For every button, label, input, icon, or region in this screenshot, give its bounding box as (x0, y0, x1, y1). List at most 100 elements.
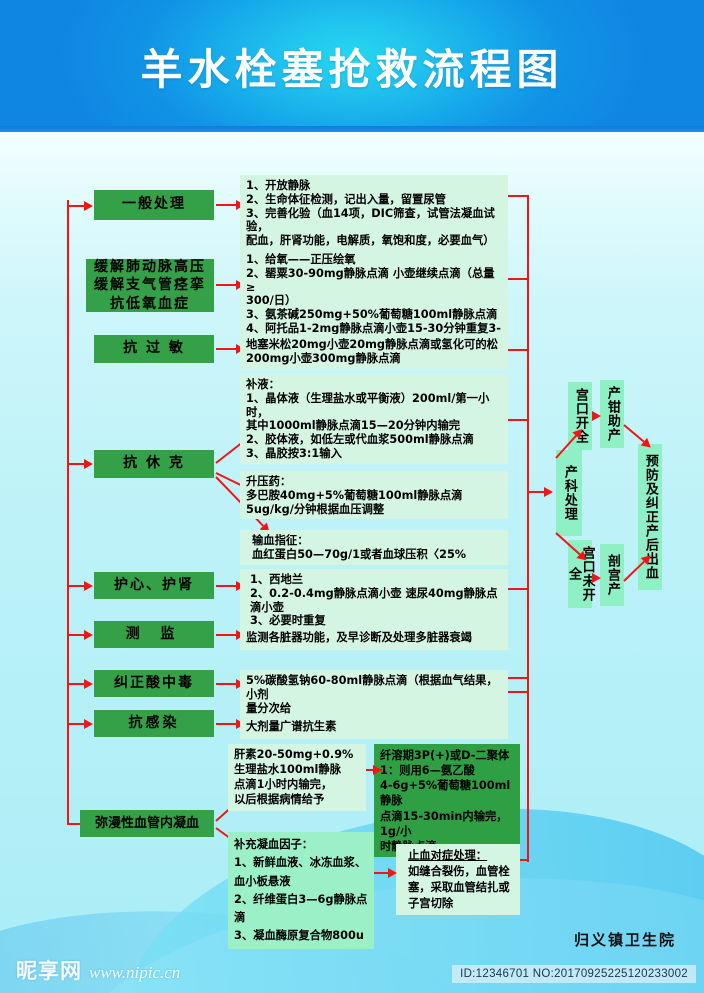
stage-box-dic[interactable]: 弥漫性血管内凝血 (80, 810, 214, 837)
stage-label-antishock: 抗 休 克 (123, 455, 185, 472)
spine-stub-acidosis (67, 683, 85, 685)
right-stub-infection (508, 691, 529, 693)
detail-box-hemostasis: 止血对症处理： 如缝合裂伤，血管栓 塞，采取血管结扎或 子宫切除 (396, 844, 520, 916)
detail-line: 补液： (246, 378, 280, 391)
detail-line: 肝素20-50mg+0.9% (234, 748, 354, 761)
detail-line: 2、0.2-0.4mg静脉点滴小壶 速尿40mg静脉点滴小壶 (250, 586, 498, 614)
spine-stub-infection (67, 723, 85, 725)
watermark-url: www.nipic.cn (89, 963, 181, 982)
conn-infection-detail (216, 723, 240, 725)
detail-box-acidosis: 5%碳酸氢钠60-80ml静脉点滴（根据血气结果，小剂 量分次给 (240, 670, 508, 719)
ob-box-root[interactable]: 产科处理 (556, 450, 582, 536)
detail-line: 300/日） (246, 294, 297, 308)
stage-label-pulmonary-3: 抗低氧血症 (110, 295, 190, 312)
stage-box-infection[interactable]: 抗感染 (94, 710, 214, 737)
detail-line: 量分次给 (246, 701, 292, 715)
detail-line: 2、纤维蛋白3—6g静脉点滴 (234, 892, 368, 925)
detail-line: 1、新鲜血液、冰冻血浆、 (234, 856, 367, 870)
detail-line: 塞，采取血管结扎或 (408, 881, 510, 895)
arrow-to-acidosis (84, 679, 93, 689)
detail-line: 1、晶体液（生理盐水或平衡液）200ml/第一小时， (246, 391, 490, 419)
ob-label-cervix-partial: 宫口未开全 (566, 546, 595, 602)
spine-stub-antishock (67, 463, 85, 465)
stage-box-antishock[interactable]: 抗 休 克 (94, 450, 214, 478)
stage-label-dic: 弥漫性血管内凝血 (94, 815, 199, 831)
detail-line: 血小板悬液 (234, 874, 291, 888)
detail-line: 其中1000ml静脉点滴15—20分钟内输完 (246, 419, 461, 433)
conn-clotting-hemostasis (374, 872, 392, 874)
detail-box-fibrinolysis: 纤溶期3P(+)或D-二聚体 1：则用6—氨乙酸 4-6g+5%葡萄糖100ml… (374, 744, 520, 857)
spine-stub-monitor (67, 634, 85, 636)
ob-box-forceps[interactable]: 产钳助产 (600, 380, 624, 448)
detail-line: 3、凝血酶原复合物800u (234, 929, 364, 943)
conn-pulmonary-detail (216, 284, 240, 286)
detail-line: 地塞米松20mg小壶20mg静脉点滴或氢化可的松 (246, 338, 498, 351)
stage-box-antiallergy[interactable]: 抗 过 敏 (94, 335, 214, 363)
detail-line: 5ug/kg/分钟根据血压调整 (246, 502, 385, 516)
ob-box-outcome[interactable]: 预防及纠正产后出血 (638, 444, 662, 590)
detail-line: 止血对症处理： (408, 849, 488, 862)
stage-label-heartkidney: 护心、护肾 (114, 576, 194, 593)
detail-line: 3、晶胶按3:1输入 (246, 446, 342, 460)
detail-line: 1、西地兰 (250, 573, 304, 586)
detail-box-fluid: 补液： 1、晶体液（生理盐水或平衡液）200ml/第一小时， 其中1000ml静… (240, 374, 508, 464)
detail-line: 2、罂粟30-90mg静脉点滴 小壶继续点滴（总量≥ (246, 266, 495, 294)
detail-box-transfusion: 输血指征： 血红蛋白50—70g/1或者血球压积〈25% (240, 530, 508, 565)
ob-label-outcome: 预防及纠正产后出血 (642, 454, 658, 580)
arrow-heparin-fibrinolysis (373, 765, 382, 775)
detail-line: 点滴15-30min内输完，1g/小 (380, 809, 508, 838)
stage-label-pulmonary-1: 缓解肺动脉高压 (94, 258, 206, 275)
right-spine-line (527, 195, 529, 692)
conn-general-detail (216, 204, 240, 206)
stage-label-antiallergy: 抗 过 敏 (123, 340, 185, 357)
detail-line: 2、胶体液，如低左或代血浆500ml静脉点滴 (246, 433, 474, 447)
right-stub-general (508, 195, 529, 197)
flowchart-canvas: 一般处理 缓解肺动脉高压 缓解支气管痉挛 抗低氧血症 抗 过 敏 抗 休 克 护… (0, 132, 704, 993)
detail-box-heartkidney: 1、西地兰 2、0.2-0.4mg静脉点滴小壶 速尿40mg静脉点滴小壶 3、必… (240, 569, 508, 632)
ob-box-cervix-full[interactable]: 宫口开全 (568, 382, 592, 450)
arrow-to-heartkidney (84, 581, 93, 591)
stage-box-pulmonary[interactable]: 缓解肺动脉高压 缓解支气管痉挛 抗低氧血症 (86, 259, 214, 312)
detail-line: 多巴胺40mg+5%葡萄糖100ml静脉点滴 (246, 488, 463, 502)
detail-line: 5%碳酸氢钠60-80ml静脉点滴（根据血气结果，小剂 (246, 674, 498, 701)
detail-box-heparin: 肝素20-50mg+0.9% 生理盐水100ml静脉 点滴1小时内输完， 以后根… (228, 744, 366, 811)
right-stub-antiallergy (508, 349, 529, 351)
stage-label-pulmonary-2: 缓解支气管痉挛 (94, 277, 206, 294)
stage-box-general[interactable]: 一般处理 (94, 190, 214, 220)
arrow-to-monitor (84, 630, 93, 640)
detail-line: 1、开放静脉 (246, 179, 311, 192)
detail-box-antiallergy: 地塞米松20mg小壶20mg静脉点滴或氢化可的松 200mg小壶300mg静脉点… (240, 334, 508, 369)
detail-line: 子宫切除 (408, 897, 454, 911)
detail-line: 监测各脏器功能，及早诊断及处理多脏器衰竭 (246, 631, 472, 644)
ob-label-cervix-full: 宫口开全 (572, 388, 588, 444)
detail-box-general: 1、开放静脉 2、生命体征检测，记出入量，留置尿管 3、完善化验（血14项，DI… (240, 175, 508, 251)
detail-line: 2、生命体征检测，记出入量，留置尿管 (246, 192, 446, 206)
ob-box-cesarean[interactable]: 剖宫产 (600, 544, 624, 606)
ob-box-cervix-partial[interactable]: 宫口未开全 (566, 540, 595, 608)
stage-box-monitor[interactable]: 测 监 (94, 621, 214, 648)
conn-antiallergy-detail (216, 348, 240, 350)
detail-line: 大剂量广谱抗生素 (246, 720, 337, 733)
right-stub-fluid (508, 419, 529, 421)
detail-box-monitor: 监测各脏器功能，及早诊断及处理多脏器衰竭 (240, 626, 508, 650)
detail-line: 1：则用6—氨乙酸 (380, 764, 475, 778)
conn-acidosis-detail (216, 683, 240, 685)
arrow-clotting-hemostasis (388, 868, 397, 878)
detail-line: 以后根据病情给予 (234, 792, 325, 806)
ob-label-forceps: 产钳助产 (604, 386, 620, 442)
watermark: 昵享网 www.nipic.cn (16, 955, 180, 985)
stage-label-infection: 抗感染 (128, 714, 180, 731)
stage-box-heartkidney[interactable]: 护心、护肾 (94, 572, 214, 599)
arrow-cervixpartial-cesarean (592, 573, 601, 583)
detail-line: 1、给氧——正压绘氧 (246, 253, 356, 266)
detail-line: 200mg小壶300mg静脉点滴 (246, 351, 401, 365)
detail-line: 4-6g+5%葡萄糖100ml静脉 (380, 779, 511, 808)
detail-box-infection: 大剂量广谱抗生素 (240, 715, 508, 739)
conn-heartkidney-detail (216, 585, 240, 587)
detail-line: 输血指征： (252, 534, 309, 547)
arrow-to-obstetric (544, 487, 553, 497)
page-title: 羊水栓塞抢救流程图 (140, 44, 564, 94)
right-spine-line-lower (527, 692, 529, 862)
stage-box-acidosis[interactable]: 纠正酸中毒 (94, 670, 214, 697)
